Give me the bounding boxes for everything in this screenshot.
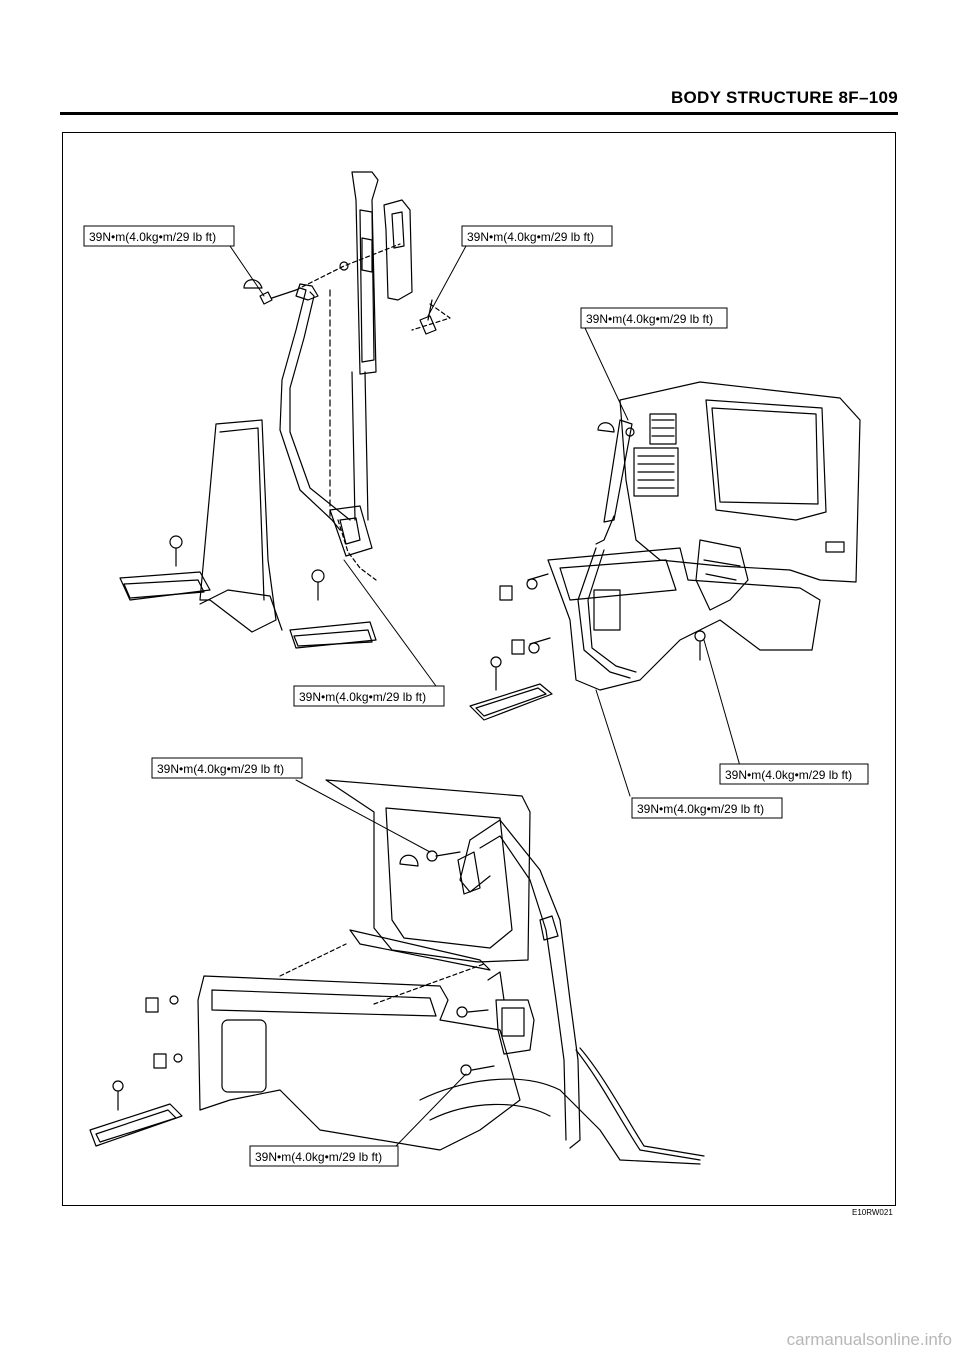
illustration-frame	[62, 132, 896, 1206]
rear-quarter-trim-assembly	[469, 381, 861, 721]
torque-label-6-text: 39N•m(4.0kg•m/29 lb ft)	[725, 768, 852, 782]
torque-label-7: 39N•m(4.0kg•m/29 lb ft)	[631, 797, 783, 819]
figure-code: E10RW021	[852, 1208, 893, 1217]
torque-label-8: 39N•m(4.0kg•m/29 lb ft)	[249, 1145, 399, 1167]
torque-label-5-text: 39N•m(4.0kg•m/29 lb ft)	[157, 762, 284, 776]
page-header: BODY STRUCTURE 8F–109	[60, 88, 898, 115]
torque-label-4-text: 39N•m(4.0kg•m/29 lb ft)	[299, 690, 426, 704]
torque-label-3: 39N•m(4.0kg•m/29 lb ft)	[580, 307, 728, 329]
rear-seat-belt-assembly	[89, 779, 705, 1165]
torque-label-2: 39N•m(4.0kg•m/29 lb ft)	[461, 225, 613, 247]
torque-label-3-text: 39N•m(4.0kg•m/29 lb ft)	[586, 312, 713, 326]
torque-label-7-text: 39N•m(4.0kg•m/29 lb ft)	[637, 802, 764, 816]
torque-label-6: 39N•m(4.0kg•m/29 lb ft)	[719, 763, 869, 785]
page-title: BODY STRUCTURE 8F–109	[670, 88, 898, 107]
center-pillar-assembly	[119, 171, 451, 649]
torque-label-2-text: 39N•m(4.0kg•m/29 lb ft)	[467, 230, 594, 244]
torque-label-5: 39N•m(4.0kg•m/29 lb ft)	[151, 757, 303, 779]
torque-label-8-text: 39N•m(4.0kg•m/29 lb ft)	[255, 1150, 382, 1164]
watermark: carmanualsonline.info	[786, 1330, 952, 1349]
torque-label-1-text: 39N•m(4.0kg•m/29 lb ft)	[89, 230, 216, 244]
torque-leader-lines	[229, 245, 741, 1147]
torque-label-4: 39N•m(4.0kg•m/29 lb ft)	[293, 685, 445, 707]
torque-label-1: 39N•m(4.0kg•m/29 lb ft)	[83, 225, 235, 247]
